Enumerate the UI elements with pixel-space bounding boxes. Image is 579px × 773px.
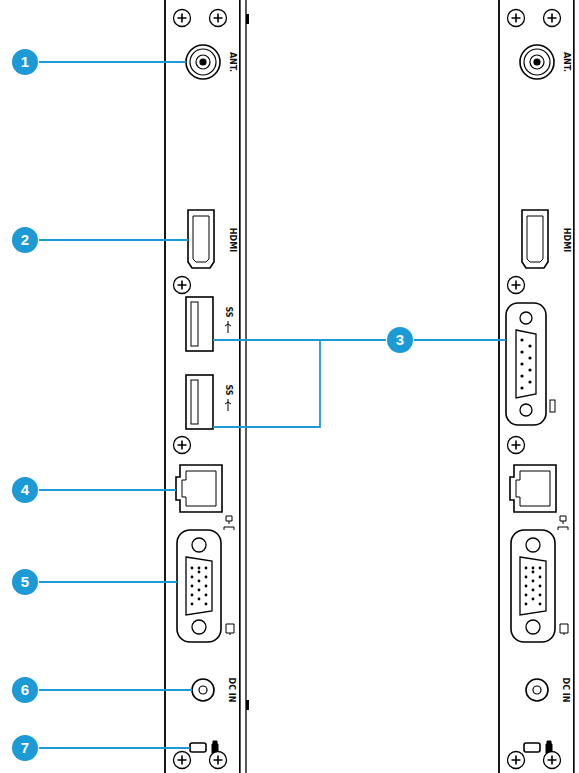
antenna-connector	[534, 59, 540, 65]
antenna-connector	[190, 49, 216, 75]
lan-symbol	[558, 516, 568, 530]
screw	[210, 10, 227, 27]
port-label: SS	[224, 306, 232, 317]
antenna-connector	[196, 55, 210, 69]
port-label: DC IN	[561, 678, 569, 703]
leader-line	[39, 747, 190, 749]
leader-line	[213, 340, 320, 427]
hdmi-port	[522, 210, 548, 268]
leader-line	[320, 339, 386, 341]
usb-port	[186, 375, 213, 429]
dc-jack	[192, 679, 214, 701]
screw	[174, 437, 191, 454]
side-rail	[240, 0, 246, 773]
leader-line	[414, 339, 506, 341]
callout-number: 1	[12, 49, 38, 75]
lan-port	[510, 465, 556, 512]
callout-number: 3	[387, 327, 413, 353]
screw	[174, 752, 191, 769]
lock-slot	[190, 743, 206, 752]
lock-slot	[524, 743, 540, 752]
leader-line	[39, 239, 188, 241]
screw	[174, 277, 191, 294]
hdmi-port	[188, 210, 214, 268]
rear-panel	[499, 0, 579, 773]
serial-symbol	[550, 400, 555, 412]
callout-number: 7	[12, 735, 38, 761]
lan-symbol	[224, 516, 234, 530]
antenna-connector	[524, 49, 550, 75]
lan-port	[176, 465, 222, 512]
dc-jack	[526, 679, 548, 701]
port-label: HDMI	[562, 228, 570, 252]
port-label: DC IN	[227, 678, 235, 703]
leader-line	[39, 489, 176, 491]
screw	[544, 752, 561, 769]
monitor-symbol	[560, 624, 568, 635]
screw	[508, 10, 525, 27]
antenna-connector	[530, 55, 544, 69]
usb-symbol	[225, 399, 231, 411]
screw	[174, 10, 191, 27]
screw	[508, 752, 525, 769]
rear-panel	[165, 0, 249, 773]
vga-port	[177, 530, 221, 642]
antenna-connector	[186, 45, 220, 79]
port-label: HDMI	[228, 228, 236, 252]
callout-number: 2	[12, 227, 38, 253]
antenna-connector	[200, 59, 206, 65]
screw	[210, 752, 227, 769]
screw	[544, 10, 561, 27]
housing	[165, 0, 240, 773]
side-rail	[574, 0, 579, 773]
port-label: ANT.	[228, 52, 236, 72]
usb-symbol	[225, 321, 231, 333]
callout-number: 4	[12, 477, 38, 503]
leader-line	[39, 581, 177, 583]
leader-line	[39, 689, 192, 691]
antenna-connector	[520, 45, 554, 79]
screw	[508, 277, 525, 294]
port-label: SS	[224, 384, 232, 395]
leader-line	[39, 61, 186, 63]
screw	[508, 437, 525, 454]
callout-number: 5	[12, 569, 38, 595]
callout-number: 6	[12, 677, 38, 703]
usb-port	[186, 297, 213, 351]
housing	[499, 0, 574, 773]
monitor-symbol	[226, 624, 234, 635]
serial-port	[506, 303, 546, 425]
vga-port	[511, 530, 555, 642]
port-label: ANT.	[562, 52, 570, 72]
